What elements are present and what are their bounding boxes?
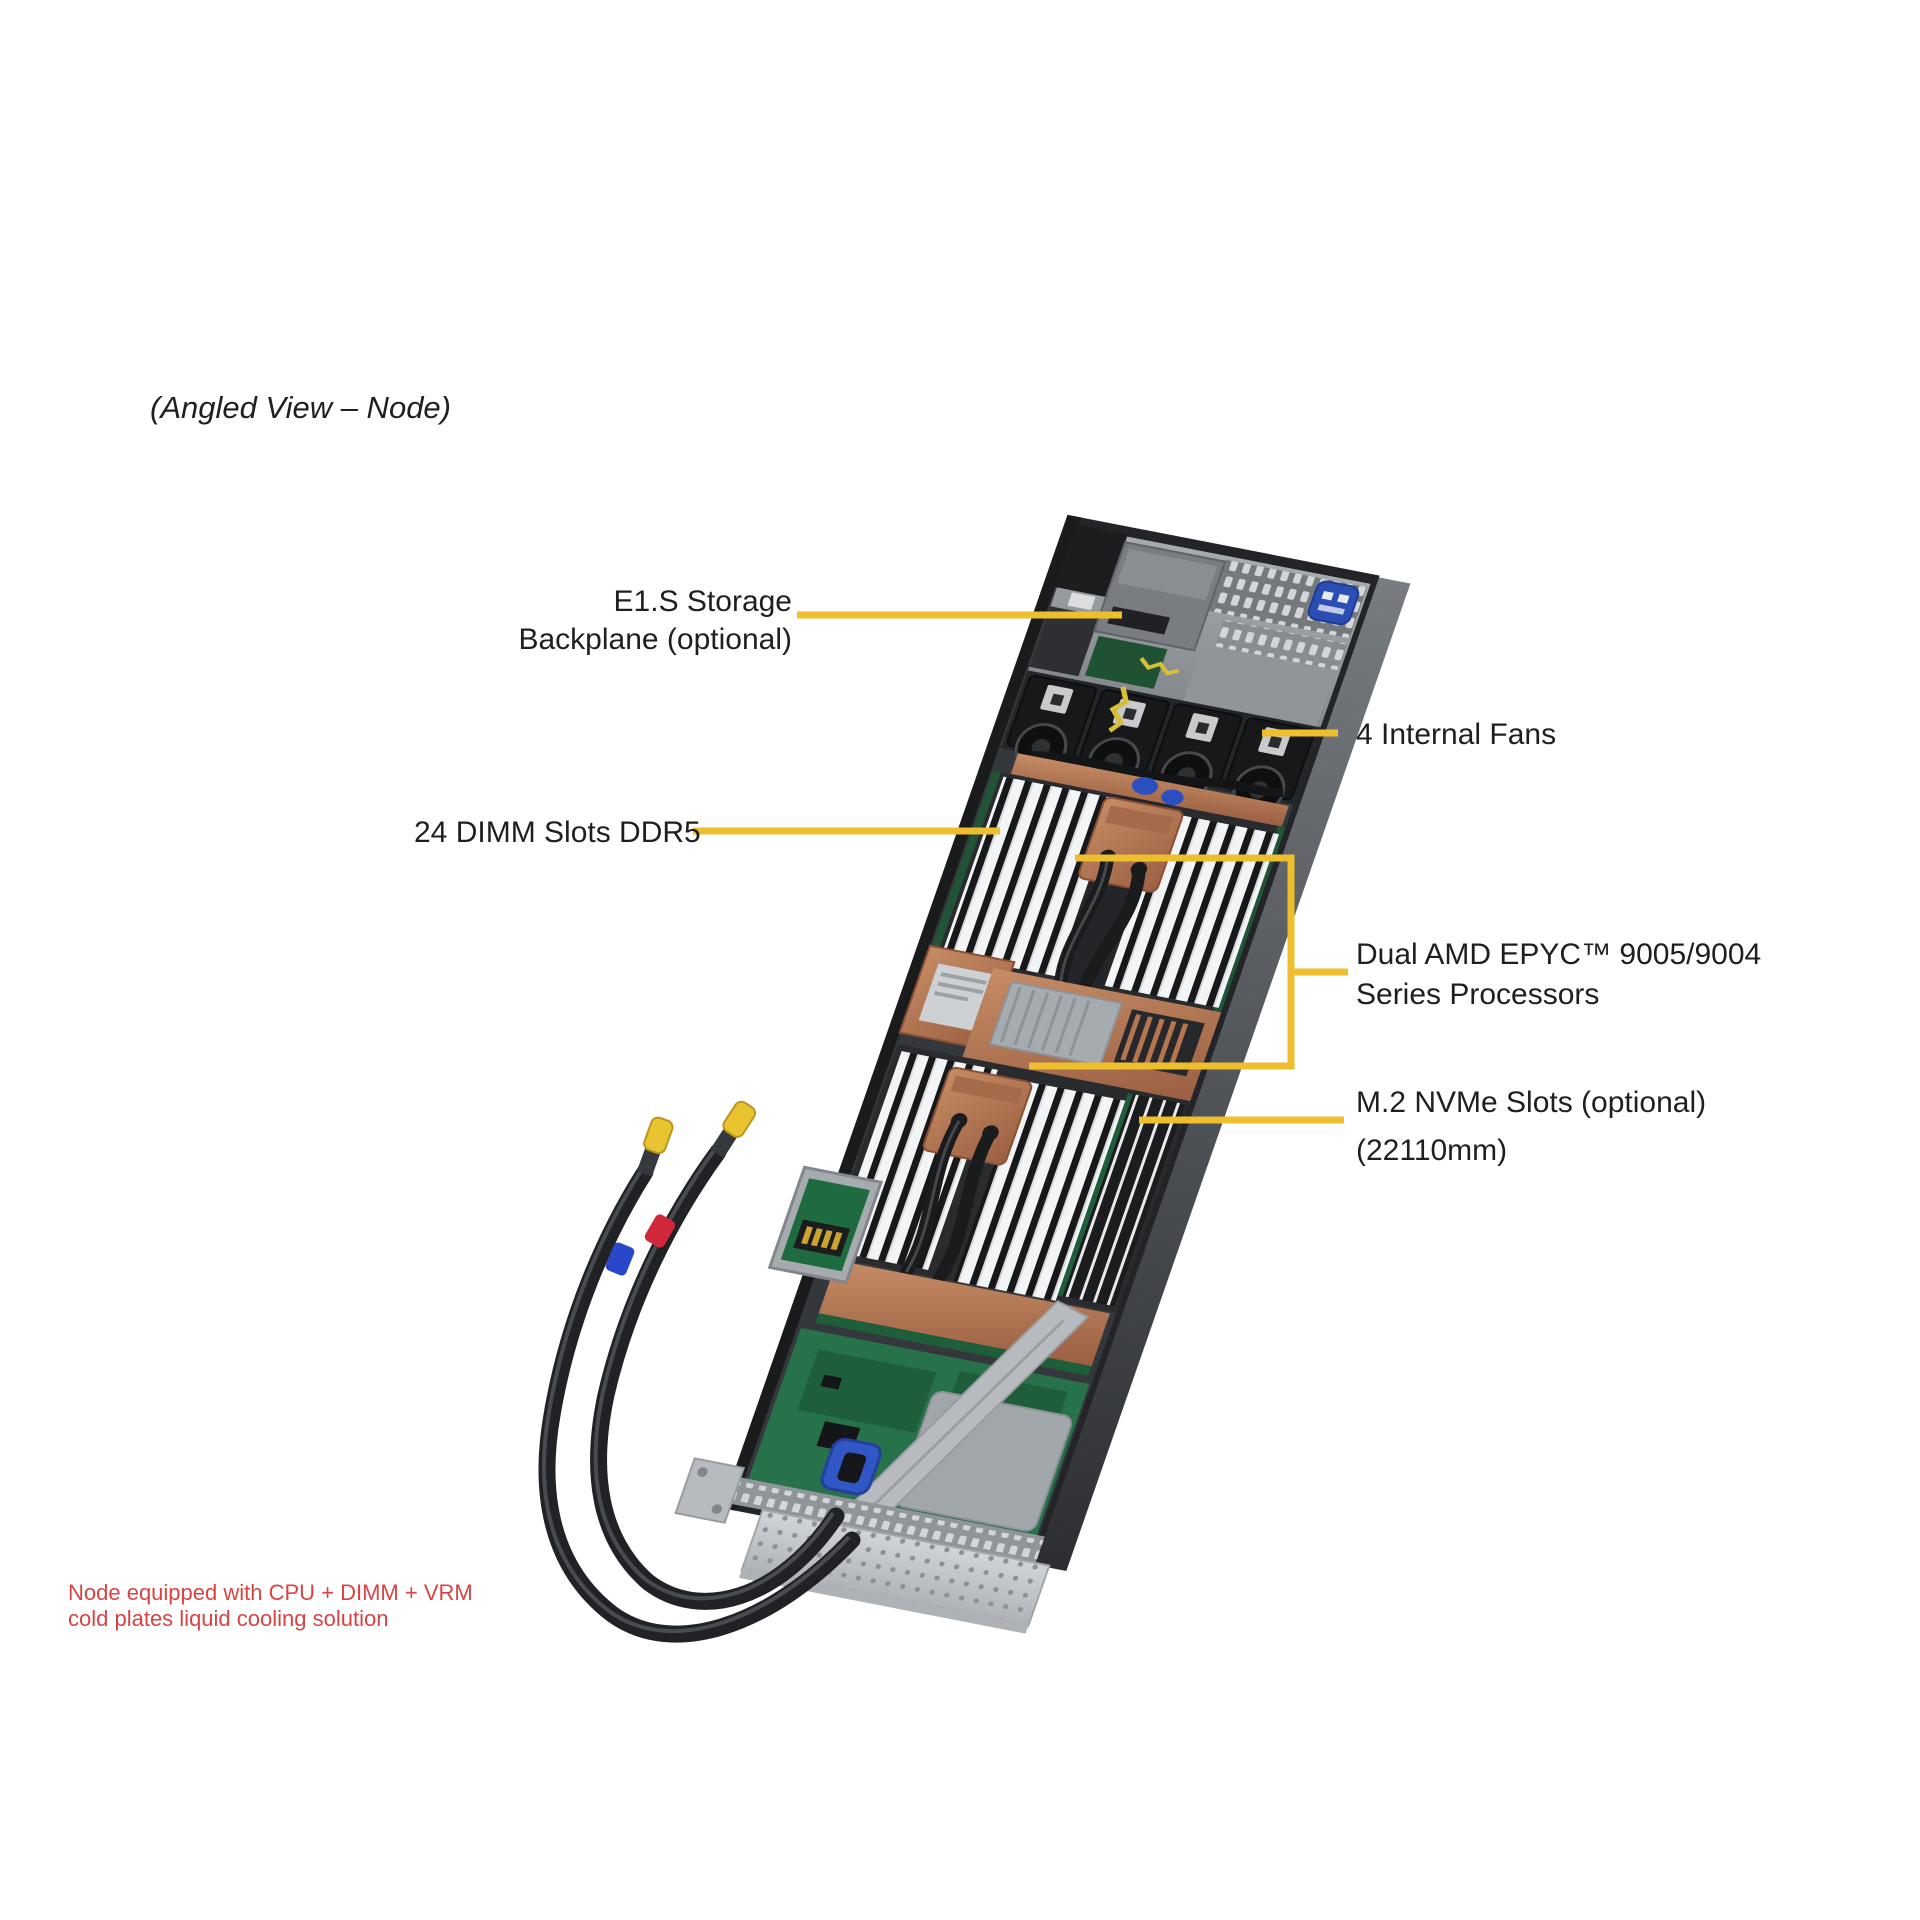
hose-band-red xyxy=(644,1214,676,1248)
footnote-line2: cold plates liquid cooling solution xyxy=(68,1606,388,1631)
coolant-tube-cpu2-b xyxy=(929,1126,998,1290)
hose-fitting-blue-hose xyxy=(636,1116,674,1177)
dimm-label: 24 DIMM Slots DDR5 xyxy=(414,816,701,849)
m2-label-line1: M.2 NVMe Slots (optional) xyxy=(1356,1086,1706,1119)
front-panel-perforations xyxy=(730,1480,1044,1560)
blue-latch xyxy=(820,1437,882,1496)
fan-cable-bundle xyxy=(1029,751,1284,798)
rear-vents-row2 xyxy=(1214,619,1348,671)
rear-mezzanine-pcb xyxy=(1084,635,1168,689)
dimm-slots-bank1-left xyxy=(941,776,1118,977)
yellow-power-cable xyxy=(1139,656,1180,676)
coolant-hoses xyxy=(538,1100,861,1643)
cpu-label-line1: Dual AMD EPYC™ 9005/9004 xyxy=(1356,938,1761,971)
rear-corner-module xyxy=(1054,524,1128,597)
m2-slots-area xyxy=(1057,1093,1185,1307)
coolant-fitting-blue-2 xyxy=(1161,789,1184,806)
chassis-right-wall xyxy=(1030,576,1411,1571)
page-title: (Angled View – Node) xyxy=(150,390,451,425)
e1s-backplane-cage xyxy=(1092,541,1227,652)
server-node-illustration xyxy=(674,514,1411,1634)
callout-lines xyxy=(693,611,1348,1124)
hose-fitting-red-hose xyxy=(710,1100,757,1159)
e1s-label-line1: E1.S Storage xyxy=(614,585,792,618)
coolant-hose-red xyxy=(590,1143,845,1610)
quick-disconnect-yellow-1 xyxy=(643,1116,674,1155)
cpu-callout-bracket xyxy=(1029,854,1348,1070)
hose-band-blue xyxy=(605,1242,635,1276)
fans-label: 4 Internal Fans xyxy=(1356,718,1556,751)
cpu-label-line2: Series Processors xyxy=(1356,978,1599,1011)
coolant-hose-blue xyxy=(538,1163,861,1643)
coolant-fitting-blue-1 xyxy=(1131,777,1159,795)
m2-label-line2: (22110mm) xyxy=(1356,1134,1507,1167)
yellow-fan-cable xyxy=(1108,686,1130,733)
side-power-connector xyxy=(767,1165,884,1284)
rear-thumbscrew xyxy=(1307,580,1360,626)
e1s-label-line2: Backplane (optional) xyxy=(518,623,792,656)
dimm-slots-bank2-right xyxy=(953,1080,1126,1301)
footnote-line1: Node equipped with CPU + DIMM + VRM xyxy=(68,1580,473,1605)
quick-disconnect-yellow-2 xyxy=(722,1100,757,1138)
front-left-bracket xyxy=(674,1457,746,1524)
e1s-connector-slot xyxy=(1107,606,1171,635)
